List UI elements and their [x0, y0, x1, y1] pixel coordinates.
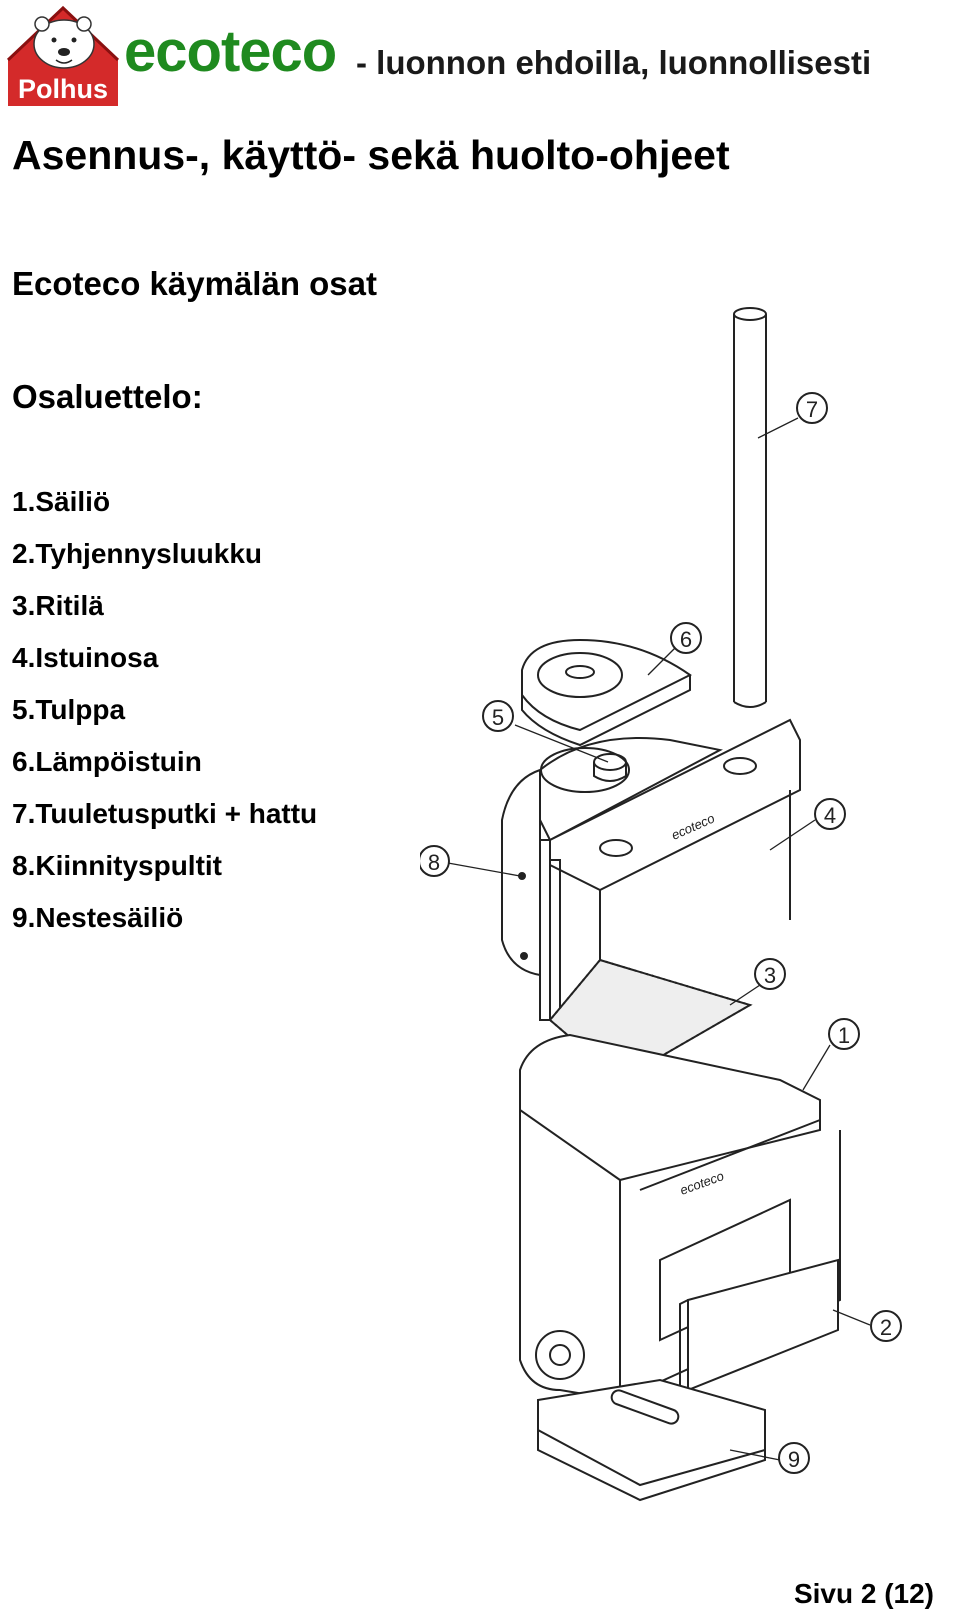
svg-text:7: 7 [806, 397, 818, 422]
list-item: 6.Lämpöistuin [12, 746, 202, 777]
parts-list-heading: Osaluettelo: [12, 378, 203, 415]
liquid-tank [537, 1378, 766, 1502]
list-item: 7.Tuuletusputki + hattu [12, 798, 318, 829]
callout-8: 8 [420, 845, 450, 877]
list-item: 2.Tyhjennysluukku [12, 538, 262, 569]
list-item: 1.Säiliö [12, 486, 111, 517]
brand-name: ecoteco [124, 19, 337, 84]
ventilation-pipe [733, 307, 767, 708]
callout-3: 3 [754, 958, 786, 990]
logo-wordmark: Polhus [18, 74, 108, 104]
page-title: Asennus-, käyttö- sekä huolto-ohjeet [12, 132, 730, 178]
heated-seat-lid [521, 638, 692, 747]
svg-text:9: 9 [788, 1447, 800, 1472]
callout-1: 1 [828, 1018, 860, 1050]
svg-text:4: 4 [824, 803, 836, 828]
seat-section: ecoteco [501, 718, 801, 1021]
brand-tagline: - luonnon ehdoilla, luonnollisesti [356, 44, 872, 81]
svg-text:8: 8 [428, 850, 440, 875]
page-number: Sivu 2 (12) [793, 1578, 934, 1609]
callout-7: 7 [796, 392, 828, 424]
svg-text:2: 2 [880, 1315, 892, 1340]
svg-text:5: 5 [492, 705, 504, 730]
callout-2: 2 [870, 1310, 902, 1342]
svg-text:1: 1 [838, 1023, 850, 1048]
exploded-parts-diagram: ecoteco ecoteco [420, 307, 902, 1502]
list-item: 5.Tulppa [12, 694, 126, 725]
polhus-logo: Polhus [4, 2, 122, 110]
section-subtitle: Ecoteco käymälän osat [12, 265, 377, 302]
svg-text:3: 3 [764, 963, 776, 988]
list-item: 4.Istuinosa [12, 642, 159, 673]
list-item: 8.Kiinnityspultit [12, 850, 222, 881]
callout-6: 6 [670, 622, 702, 654]
callout-5: 5 [482, 700, 514, 732]
callout-4: 4 [814, 798, 846, 830]
list-item: 3.Ritilä [12, 590, 104, 621]
callout-9: 9 [778, 1442, 810, 1474]
parts-list: 1.Säiliö 2.Tyhjennysluukku 3.Ritilä 4.Is… [12, 486, 317, 954]
leader-lines [447, 417, 871, 1461]
svg-text:6: 6 [680, 627, 692, 652]
emptying-hatch [679, 1258, 839, 1396]
list-item: 9.Nestesäiliö [12, 902, 184, 933]
